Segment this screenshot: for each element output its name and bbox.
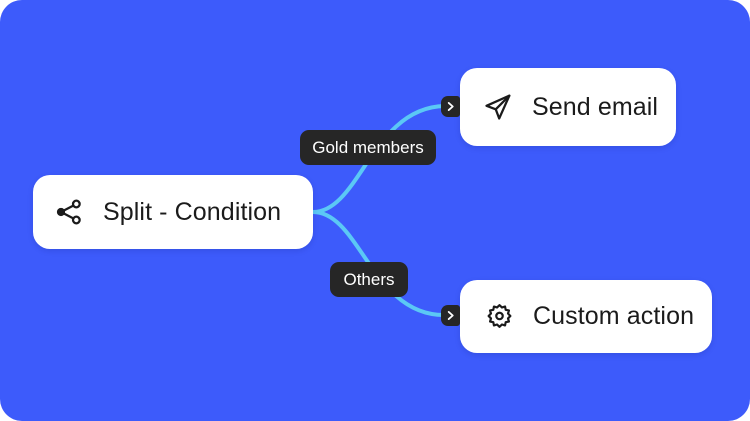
send-paper-plane-icon: [482, 91, 514, 123]
connector-arrow-custom-action[interactable]: [441, 305, 460, 326]
chevron-right-icon: [447, 101, 454, 111]
node-label-custom-action: Custom action: [533, 302, 695, 330]
branch-label-others[interactable]: Others: [330, 262, 408, 297]
branch-label-gold-members[interactable]: Gold members: [300, 130, 436, 165]
node-label-send-email: Send email: [532, 92, 659, 121]
connector-arrow-send-email[interactable]: [441, 96, 460, 117]
chevron-right-icon: [447, 311, 454, 320]
share-split-icon: [53, 196, 85, 228]
gear-settings-icon: [484, 301, 515, 332]
branch-label-text: Gold members: [312, 138, 424, 157]
node-card-send-email[interactable]: Send email: [460, 68, 676, 146]
node-label-split-condition: Split - Condition: [103, 197, 282, 226]
branch-label-text: Others: [343, 270, 395, 289]
node-card-custom-action[interactable]: Custom action: [460, 280, 712, 353]
node-card-split-condition[interactable]: Split - Condition: [33, 175, 313, 249]
